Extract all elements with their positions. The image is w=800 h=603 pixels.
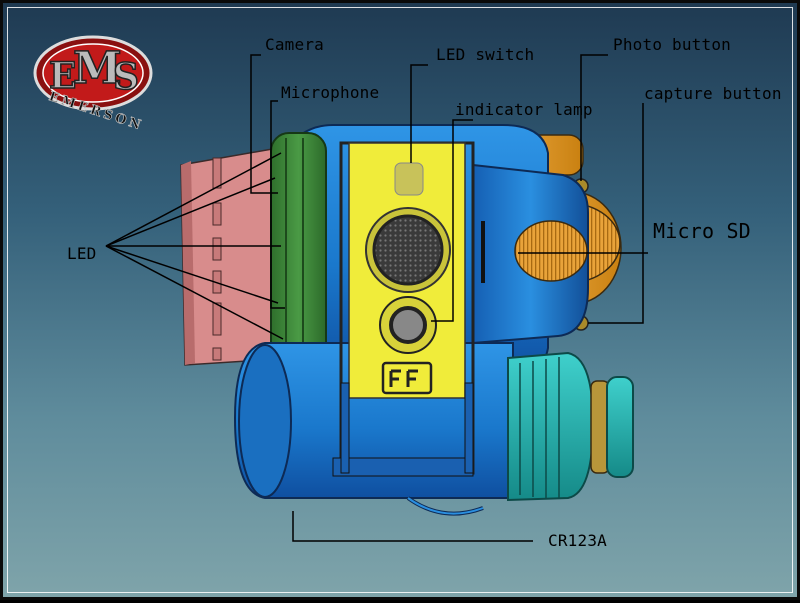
label-micro-sd: Micro SD — [653, 219, 751, 243]
svg-text:M: M — [73, 43, 122, 94]
svg-text:S: S — [113, 56, 139, 98]
camera-leader — [250, 54, 278, 194]
capture-button-leader — [588, 103, 644, 324]
led-leader-4 — [105, 245, 279, 304]
micro-sd-slot — [514, 220, 588, 282]
label-capture-button: capture button — [644, 84, 782, 103]
camera-lens — [389, 306, 427, 344]
led-leader-2 — [105, 177, 276, 247]
leader-lines — [105, 54, 648, 542]
label-cr123a: CR123A — [548, 531, 607, 550]
emerson-logo: E M S EMERSON — [33, 35, 153, 134]
led-switch-leader — [410, 64, 428, 163]
photo-button-leader — [580, 54, 608, 181]
led-leader-1 — [105, 152, 282, 247]
indicator-lamp-leader — [431, 119, 473, 322]
label-photo-button: Photo button — [613, 35, 731, 54]
label-microphone: Microphone — [281, 83, 380, 102]
microphone-grille — [372, 214, 444, 286]
led-switch — [394, 162, 424, 196]
device-illustration: E M S EMERSON — [33, 35, 648, 542]
cr123a-leader — [292, 511, 533, 542]
label-led-switch: LED switch — [436, 45, 535, 64]
label-camera: Camera — [265, 35, 324, 54]
label-led: LED — [67, 244, 97, 263]
microphone-leader — [270, 100, 285, 309]
led-leader-5 — [105, 245, 284, 340]
svg-text:E: E — [49, 55, 76, 97]
front-faceplate — [332, 141, 475, 477]
label-indicator-lamp: indicator lamp — [455, 100, 593, 119]
